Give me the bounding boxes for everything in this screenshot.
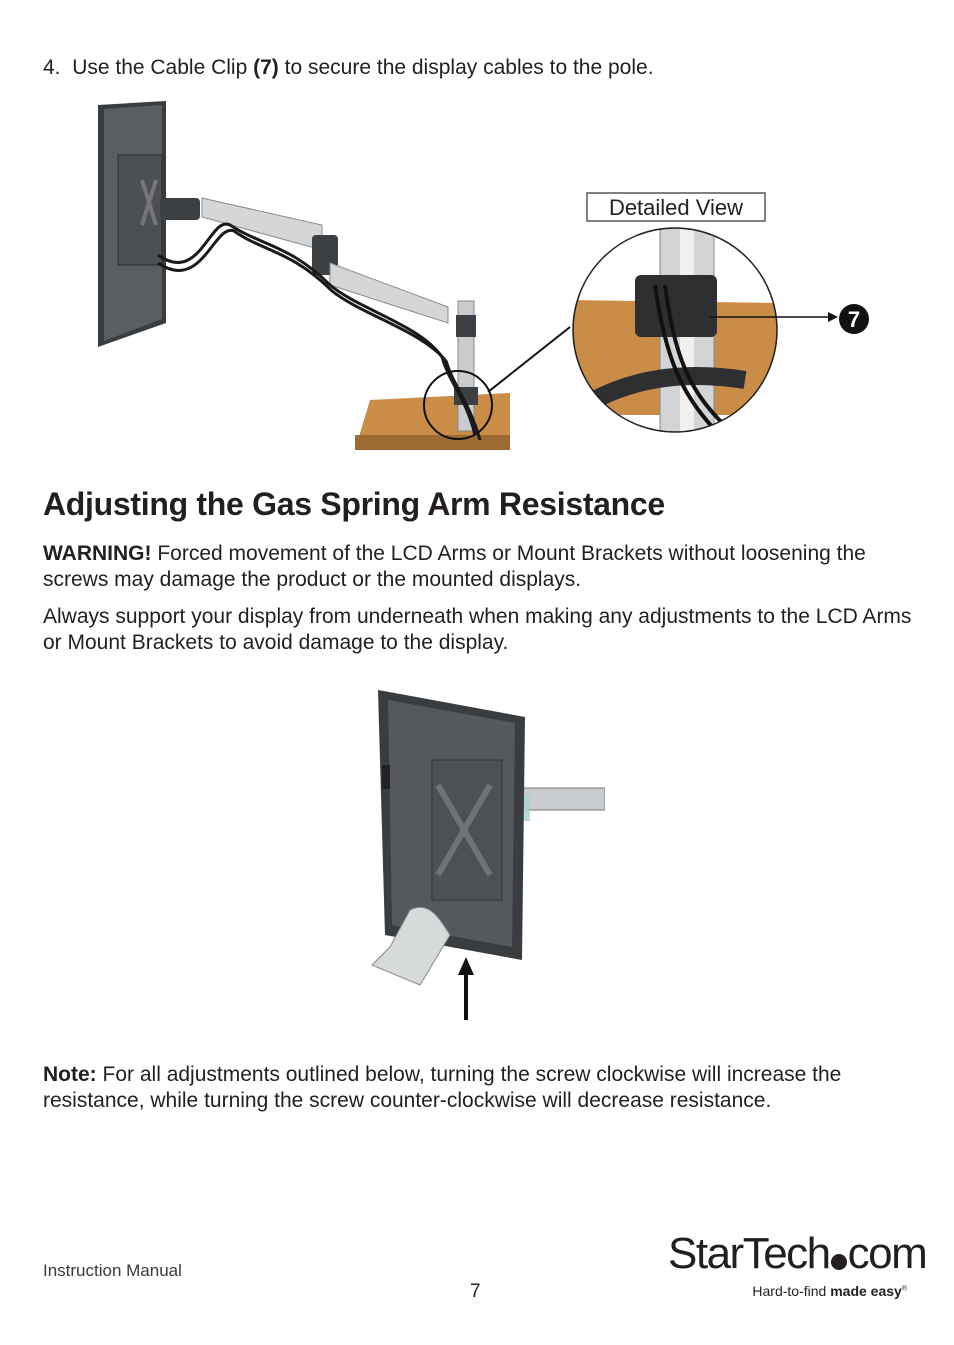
instruction-manual-label: Instruction Manual	[43, 1261, 182, 1280]
supporting-hand	[371, 907, 451, 986]
arm-segment	[519, 787, 605, 811]
lower-arm	[329, 262, 449, 324]
step-bold-ref: (7)	[253, 56, 279, 79]
startech-logo: StarTech com Hard-to-find made easy®	[668, 1228, 928, 1308]
zoom-circle	[423, 370, 493, 440]
support-display-illustration	[371, 690, 605, 1020]
step-number: 4.	[43, 56, 61, 79]
vesa-bracket	[160, 198, 200, 220]
warning-label: WARNING!	[43, 542, 152, 565]
warning-text: Forced movement of the LCD Arms or Mount…	[43, 542, 866, 591]
note-paragraph: Note: For all adjustments outlined below…	[43, 1062, 923, 1114]
detailed-view-label: Detailed View	[609, 195, 743, 220]
logo-dot-icon	[830, 1254, 847, 1270]
logo-main: StarTech	[668, 1229, 831, 1278]
detailed-view-circle	[573, 228, 777, 432]
logo-suffix: com	[847, 1229, 928, 1278]
logo-tagline: Hard-to-find made easy®	[752, 1283, 907, 1299]
step-4-instruction: 4. Use the Cable Clip (7) to secure the …	[43, 54, 654, 82]
display-cables	[157, 222, 477, 436]
callout-number: 7	[848, 307, 860, 332]
callout-number-badge	[839, 304, 869, 334]
step-text-before: Use the Cable Clip	[72, 56, 248, 79]
section-heading: Adjusting the Gas Spring Arm Resistance	[43, 486, 665, 522]
warning-paragraph: WARNING! Forced movement of the LCD Arms…	[43, 541, 923, 593]
page-number: 7	[470, 1281, 481, 1302]
step-text-after: to secure the display cables to the pole…	[284, 56, 654, 79]
note-label: Note:	[43, 1063, 97, 1086]
note-text: For all adjustments outlined below, turn…	[43, 1063, 842, 1112]
support-paragraph: Always support your display from underne…	[43, 605, 912, 654]
cable-clip-illustration: Detailed View 7	[98, 101, 869, 450]
